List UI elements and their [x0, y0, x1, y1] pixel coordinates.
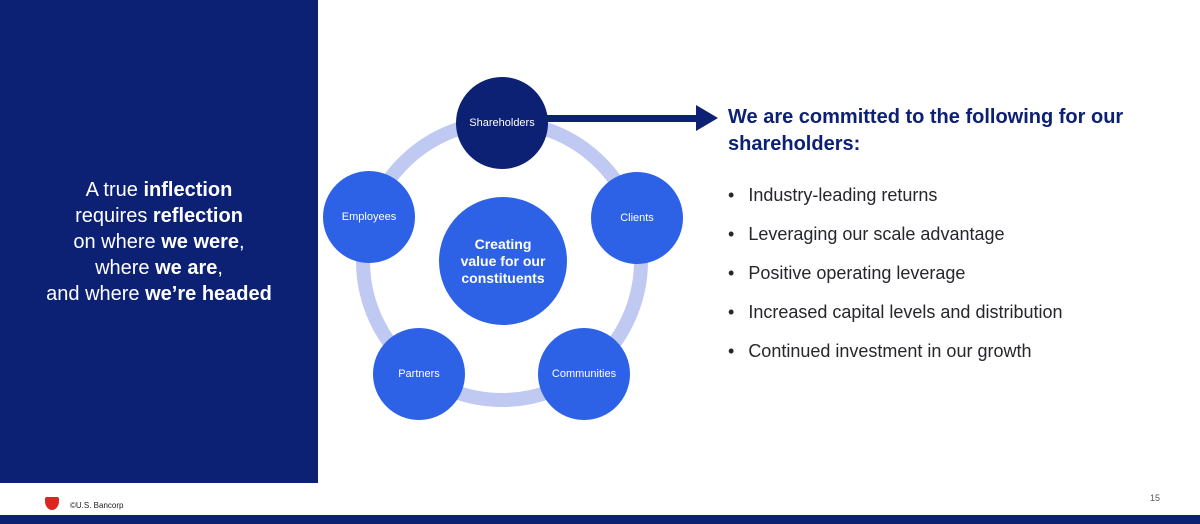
list-item-text: Industry-leading returns [748, 185, 938, 205]
tagline-text: requires [75, 204, 153, 227]
list-item: • Positive operating leverage [728, 262, 1193, 284]
bullet-marker: • [728, 341, 735, 361]
center-node: Creating value for our constituents [439, 197, 567, 325]
tagline-bold-text: we’re headed [145, 282, 272, 305]
tagline-text: , [217, 256, 223, 279]
node-label: Employees [341, 211, 397, 223]
tagline-bold-text: reflection [152, 204, 243, 227]
left-tagline-panel: A true inflection requires reflection on… [0, 0, 318, 483]
page-number: 15 [1149, 493, 1160, 503]
node-label: Partners [398, 368, 440, 380]
tagline-line-1: A true inflection [46, 177, 272, 203]
copyright-text: ©U.S. Bancorp [70, 501, 124, 510]
tagline-bold-text: inflection [143, 178, 233, 201]
list-item-text: Increased capital levels and distributio… [748, 302, 1063, 322]
node-shareholders: Shareholders [456, 77, 548, 169]
list-item: • Continued investment in our growth [728, 340, 1193, 362]
arrow-head-icon [696, 105, 718, 131]
center-node-label-line: constituents [461, 269, 545, 286]
tagline-bold-text: we were [161, 230, 240, 253]
center-node-label-line: Creating [474, 235, 532, 252]
arrow-line [546, 115, 696, 122]
tagline-bold-text: we are [155, 256, 218, 279]
list-item-text: Leveraging our scale advantage [748, 224, 1005, 244]
commitments-heading: We are committed to the following for ou… [728, 106, 1124, 155]
commitments-panel: We are committed to the following for ou… [728, 104, 1193, 379]
tagline-line-2: requires reflection [46, 203, 272, 229]
tagline: A true inflection requires reflection on… [32, 177, 286, 307]
tagline-text: where [95, 256, 156, 279]
tagline-line-5: and where we’re headed [46, 281, 272, 307]
node-communities: Communities [538, 328, 630, 420]
list-item: • Increased capital levels and distributi… [728, 301, 1193, 323]
list-item-text: Continued investment in our growth [748, 341, 1032, 361]
tagline-line-3: on where we were, [46, 229, 272, 255]
arrow-to-heading [546, 105, 718, 131]
us-bancorp-shield-logo [45, 497, 59, 510]
bullet-marker: • [728, 185, 735, 205]
tagline-line-4: where we are, [46, 255, 272, 281]
node-clients: Clients [591, 172, 683, 264]
node-label: Communities [551, 368, 617, 380]
tagline-text: A true [85, 178, 144, 201]
list-item-text: Positive operating leverage [748, 263, 966, 283]
list-item: • Industry-leading returns [728, 184, 1193, 206]
bottom-accent-bar [0, 515, 1200, 524]
commitments-list: • Industry-leading returns • Leveraging ou… [728, 184, 1193, 362]
bullet-marker: • [728, 224, 735, 244]
tagline-text: and where [46, 282, 146, 305]
bullet-marker: • [728, 263, 735, 283]
list-item: • Leveraging our scale advantage [728, 223, 1193, 245]
node-label: Clients [620, 212, 654, 224]
bullet-marker: • [728, 302, 735, 322]
node-label: Shareholders [469, 117, 535, 129]
tagline-text: on where [73, 230, 162, 253]
node-employees: Employees [323, 171, 415, 263]
node-partners: Partners [373, 328, 465, 420]
center-node-label-line: value for our [460, 252, 546, 269]
tagline-text: , [239, 230, 245, 253]
